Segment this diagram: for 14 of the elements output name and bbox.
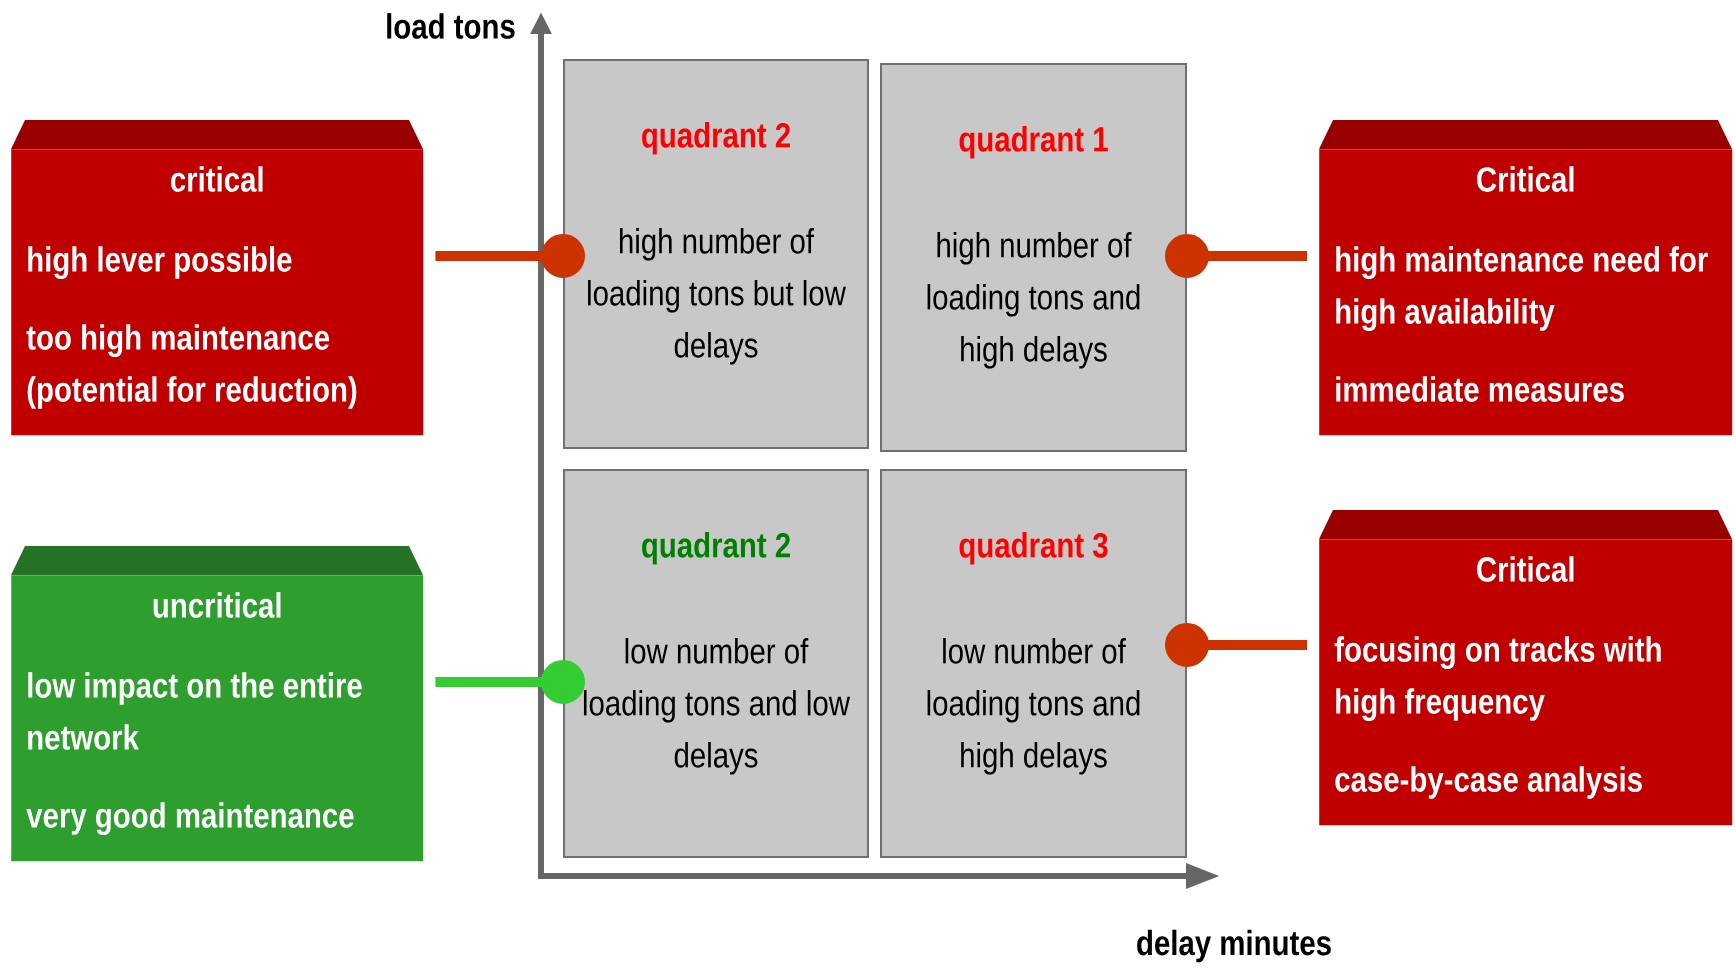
quadrant-box: quadrant 2 high number of loading tons but low delays xyxy=(563,59,869,449)
connector-line xyxy=(1165,234,1307,278)
connector-line xyxy=(1165,623,1307,667)
category-box: Critical focusing on tracks with high frequency case-by-case analysis xyxy=(1319,510,1733,826)
quadrant-box: quadrant 2 low number of loading tons and low delays xyxy=(563,469,869,858)
category-box: Critical high maintenance need for high availability immediate measures xyxy=(1319,120,1733,436)
axis-label: delay minutes xyxy=(1137,929,1331,963)
axis-label: load tons xyxy=(387,13,515,39)
connector-line xyxy=(435,660,585,704)
category-box: uncritical low impact on the entire network very good maintenance xyxy=(11,546,424,862)
connector-line xyxy=(435,234,585,278)
category-box: critical high lever possible too high maintenance (potential for reduction) xyxy=(11,120,424,436)
quadrant-box: quadrant 1 high number of loading tons and high delays xyxy=(880,63,1187,452)
quadrant-box: quadrant 3 low number of loading tons and high delays xyxy=(880,469,1187,858)
